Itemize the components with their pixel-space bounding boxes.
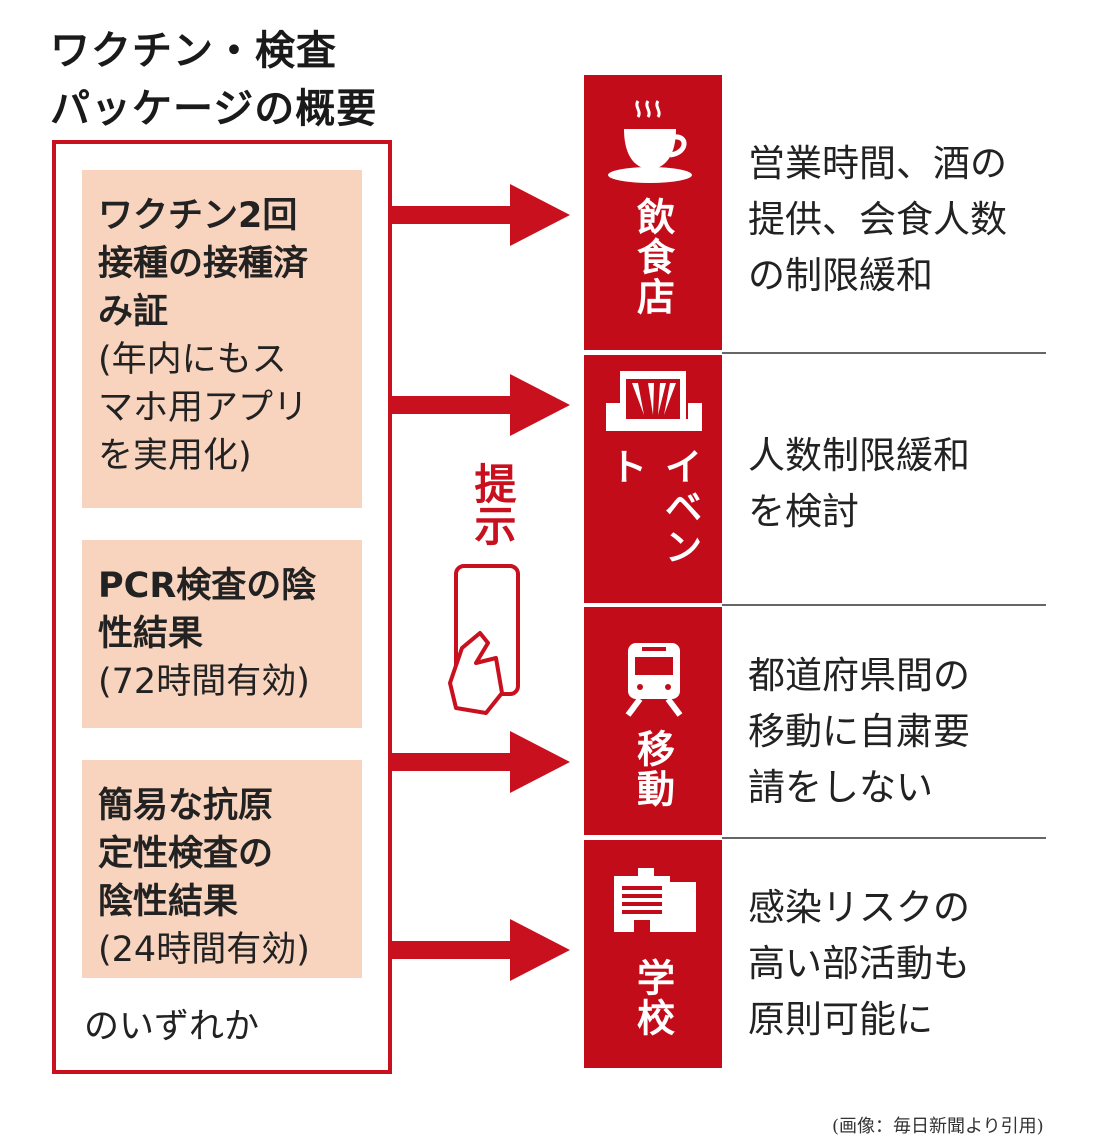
- description-line: 請をしない: [748, 766, 933, 809]
- description-line: 人数制限緩和: [748, 434, 970, 477]
- condition-text: PCR検査の陰: [98, 566, 317, 606]
- category-travel: 移動: [584, 607, 722, 835]
- train-icon: [625, 643, 683, 717]
- category-school: 学校: [584, 840, 722, 1068]
- description-line: 高い部活動も: [748, 942, 970, 985]
- school-building-icon: [614, 868, 696, 932]
- condition-note: マホ用アプリ: [98, 388, 309, 428]
- description-line: を検討: [748, 490, 859, 533]
- title-line-2: パッケージの概要: [50, 86, 378, 132]
- condition-text: 定性検査の: [98, 834, 274, 874]
- divider: [722, 352, 1046, 354]
- divider: [722, 604, 1046, 606]
- category-label: 学校: [630, 958, 675, 1038]
- arrow-icon: [390, 919, 570, 981]
- description-line: 営業時間、酒の: [748, 142, 1007, 185]
- condition-note: (年内にもス: [98, 340, 287, 380]
- description-line: 提供、会食人数: [748, 198, 1007, 241]
- category-description: 営業時間、酒の 提供、会食人数 の制限緩和: [748, 136, 1048, 304]
- condition-text: 陰性結果: [98, 882, 239, 922]
- condition-text: 簡易な抗原: [98, 786, 274, 826]
- arrow-icon: [390, 731, 570, 793]
- smartphone-hand-icon: [448, 564, 520, 715]
- coffee-cup-icon: [608, 100, 692, 183]
- arrow-icon: [390, 374, 570, 436]
- category-description: 都道府県間の 移動に自粛要 請をしない: [748, 648, 1048, 816]
- condition-text: 性結果: [98, 614, 204, 654]
- condition-note: (72時間有効): [98, 662, 310, 702]
- condition-text: 接種の接種済: [98, 244, 309, 284]
- description-line: 感染リスクの: [748, 886, 970, 929]
- footer-note: のいずれか: [84, 1007, 260, 1047]
- condition-note: を実用化): [98, 436, 252, 476]
- condition-text: ワクチン2回: [98, 196, 298, 236]
- category-label: イベント: [603, 447, 702, 567]
- category-label: 飲食店: [630, 197, 675, 317]
- description-line: の制限緩和: [748, 254, 933, 297]
- category-restaurant: 飲食店: [584, 75, 722, 350]
- condition-pcr: PCR検査の陰 性結果 (72時間有効): [82, 540, 362, 728]
- category-description: 感染リスクの 高い部活動も 原則可能に: [748, 880, 1048, 1048]
- arrow-icon: [390, 184, 570, 246]
- image-caption: (画像：毎日新聞より引用): [832, 1116, 1044, 1137]
- divider: [722, 837, 1046, 839]
- condition-antigen: 簡易な抗原 定性検査の 陰性結果 (24時間有効): [82, 760, 362, 978]
- condition-note: (24時間有効): [98, 930, 310, 970]
- present-label: 提示: [468, 462, 517, 546]
- title-line-1: ワクチン・検査: [50, 28, 337, 74]
- condition-text: み証: [98, 292, 169, 332]
- category-label: 移動: [630, 729, 675, 809]
- category-event: イベント: [584, 355, 722, 603]
- stage-icon: [606, 371, 702, 431]
- description-line: 原則可能に: [748, 998, 933, 1041]
- description-line: 移動に自粛要: [748, 710, 970, 753]
- category-description: 人数制限緩和 を検討: [748, 428, 1048, 540]
- condition-vaccine: ワクチン2回 接種の接種済 み証 (年内にもス マホ用アプリ を実用化): [82, 170, 362, 508]
- description-line: 都道府県間の: [748, 654, 970, 697]
